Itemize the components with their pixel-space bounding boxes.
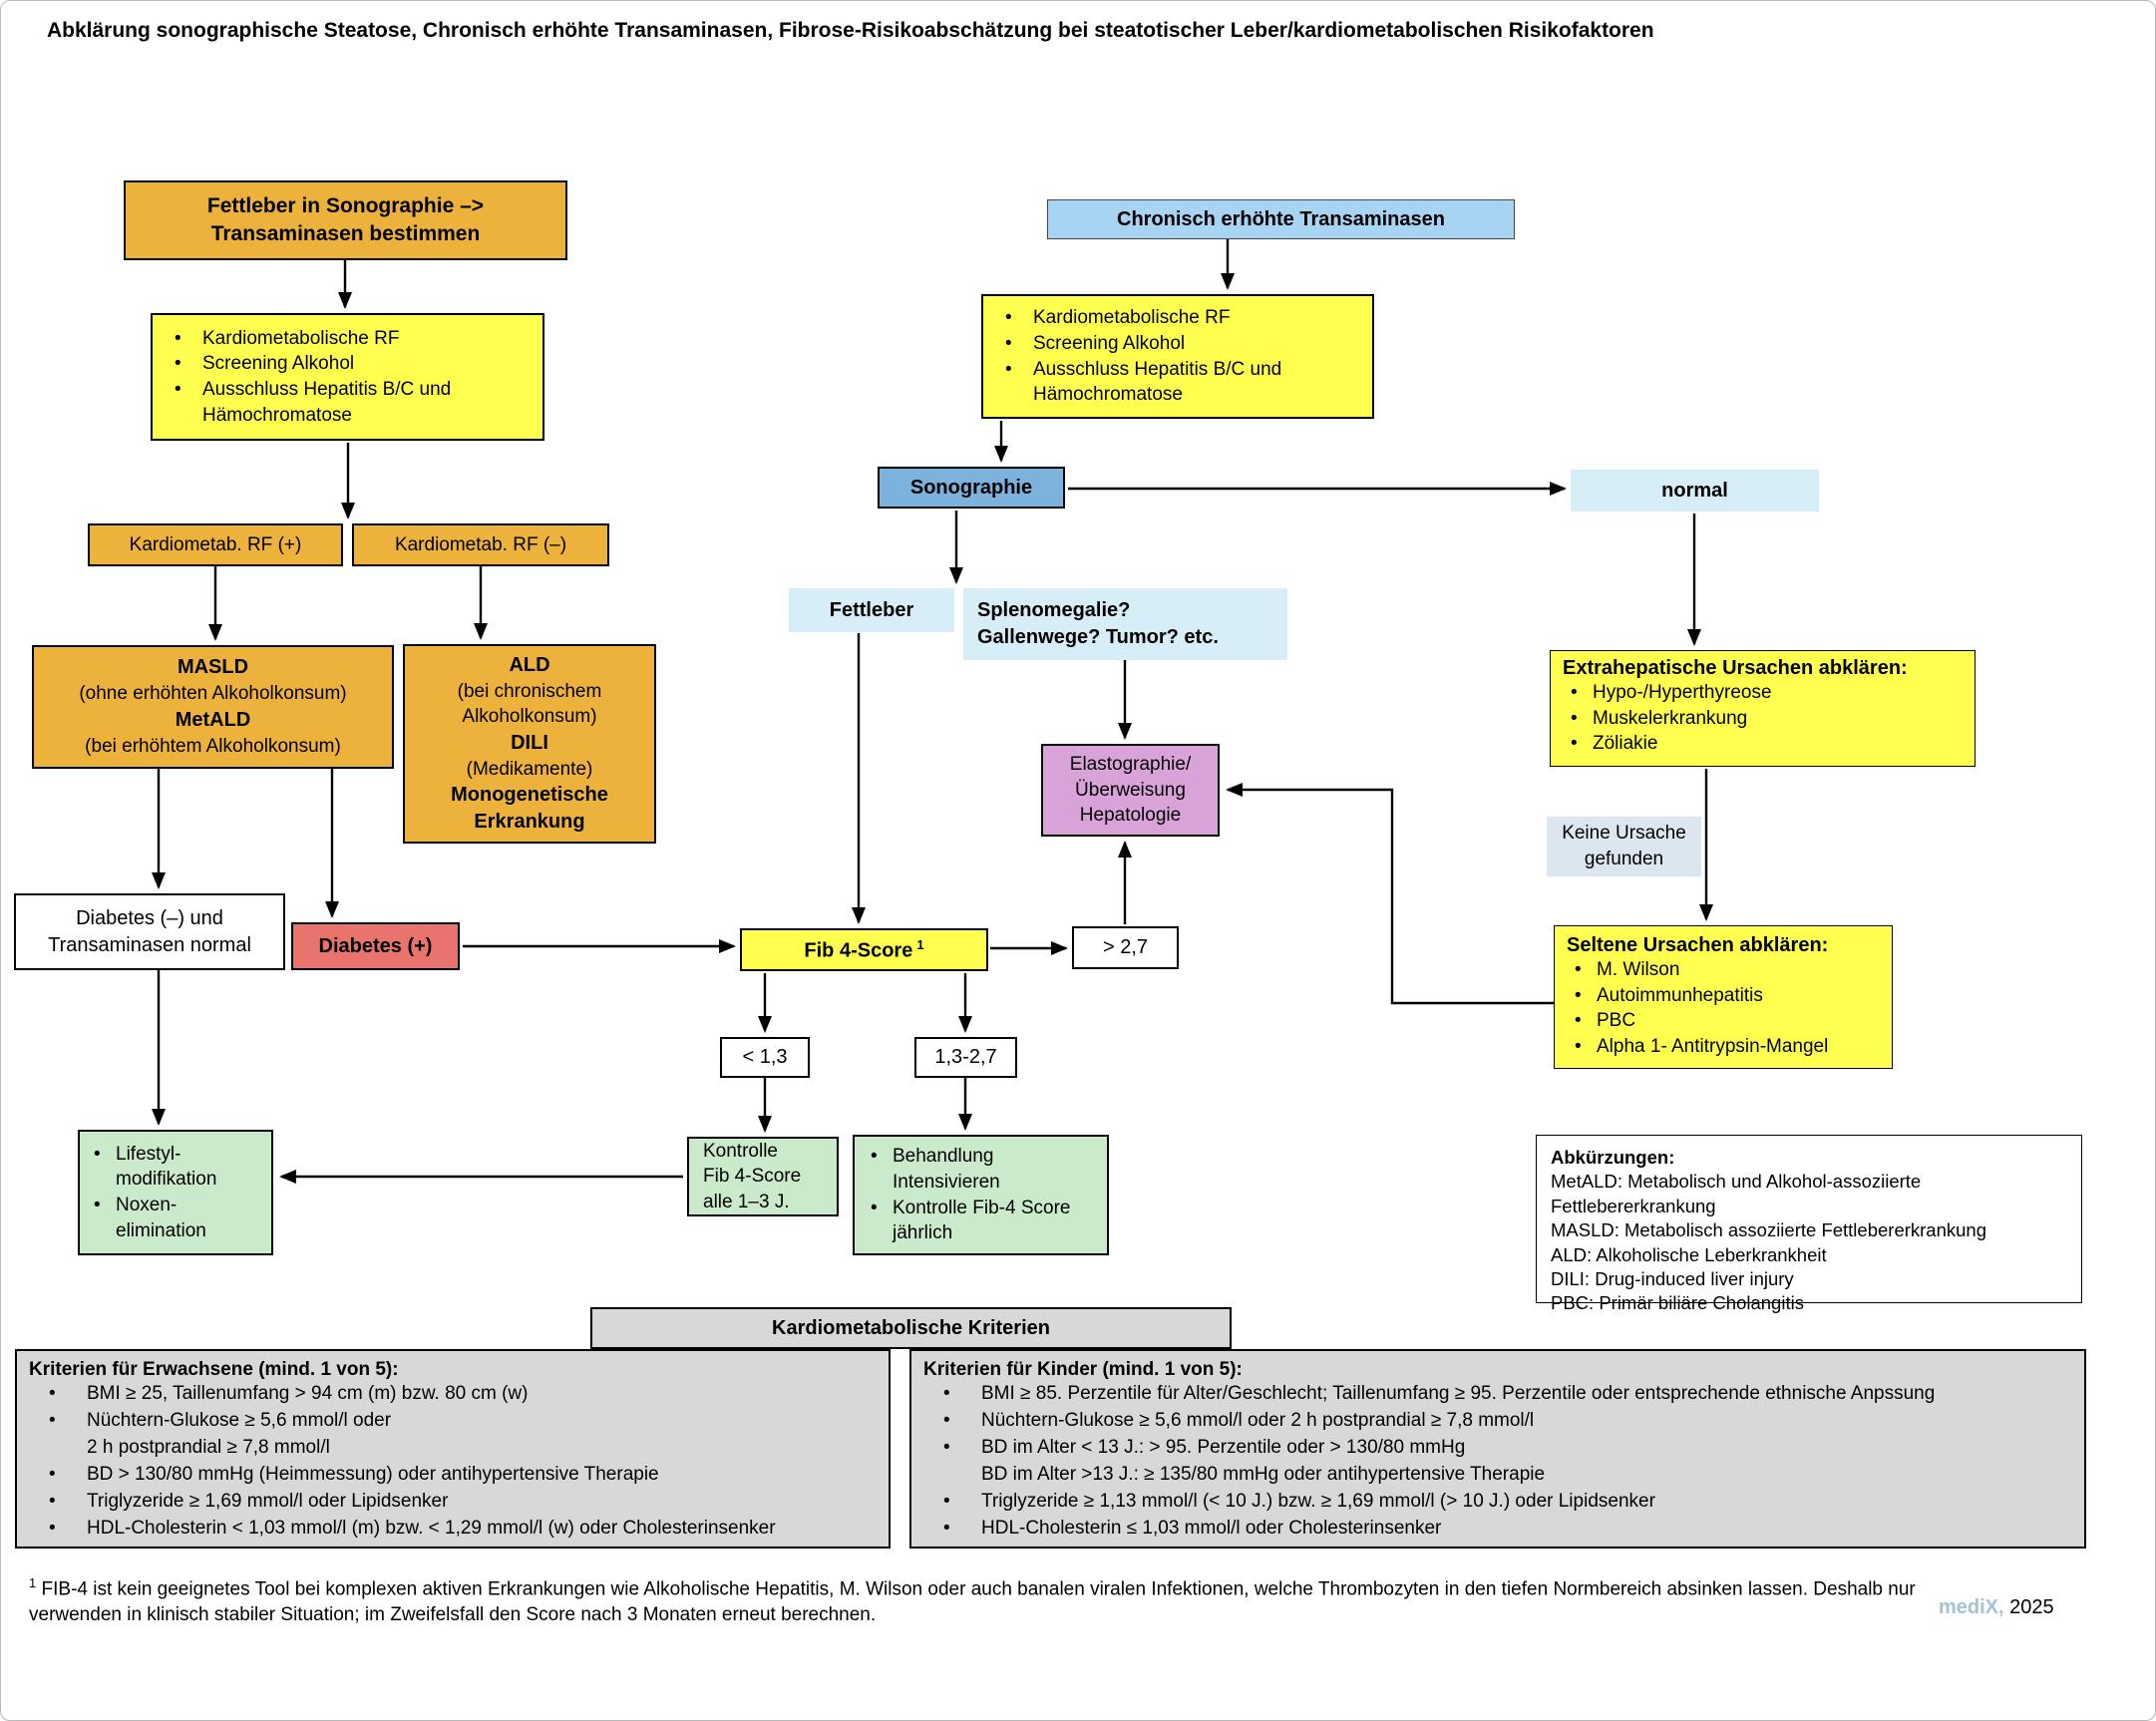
kriterien-kinder: Kriterien für Kinder (mind. 1 von 5): BM… [909,1349,2086,1549]
node-fib4-score: Fib 4-Score 1 [740,928,988,971]
node-kontrolle-fib4: Kontrolle Fib 4-Score alle 1–3 J. [687,1137,839,1216]
abbreviations-box: Abkürzungen: MetALD: Metabolisch und Alk… [1536,1135,2082,1313]
node-behandlung: Behandlung Intensivieren Kontrolle Fib-4… [853,1135,1109,1255]
kriterien-header: Kardiometabolische Kriterien [590,1307,1232,1349]
fib4-footnote-marker: 1 [916,936,924,952]
node-normal: normal [1571,470,1819,512]
node-kardiometab-rf-minus: Kardiometab. RF (–) [352,523,609,566]
node-splenomegalie: Splenomegalie? Gallenwege? Tumor? etc. [963,588,1287,660]
node-masld-metald: MASLD (ohne erhöhten Alkoholkonsum) MetA… [32,645,394,769]
node-ald-dili: ALD (bei chronischem Alkoholkonsum) DILI… [403,644,656,844]
connector-selten-elastographie [1226,783,1554,1005]
node-kardiometab-rf-plus: Kardiometab. RF (+) [88,523,343,566]
node-chronisch-transaminasen: Chronisch erhöhte Transaminasen [1047,199,1515,239]
footnote-marker: 1 [29,1575,37,1590]
credit-year: 2025 [2003,1596,2054,1618]
node-elastographie: Elastographie/ Überweisung Hepatologie [1041,744,1220,837]
node-1327: 1,3-2,7 [914,1037,1017,1078]
node-fettleber: Fettleber [789,588,954,632]
node-gt27: > 2,7 [1072,926,1179,969]
node-sonographie: Sonographie [878,467,1065,509]
node-seltene-ursachen: Seltene Ursachen abklären: M. Wilson Aut… [1554,925,1893,1069]
node-lifestyle: Lifestyl-modifikation Noxen-elimination [78,1130,273,1255]
node-diabetes-negativ: Diabetes (–) und Transaminasen normal [14,893,285,970]
node-keine-ursache: Keine Ursache gefunden [1547,817,1701,876]
node-workup-left: Kardiometabolische RF Screening Alkohol … [151,313,544,441]
medix-logo: mediX, [1939,1596,2004,1618]
credit: mediX, 2025 [1939,1596,2054,1619]
page-title: Abklärung sonographische Steatose, Chron… [47,19,1654,42]
node-diabetes-positiv: Diabetes (+) [291,922,460,970]
footnote: 1 FIB-4 ist kein geeignetes Tool bei kom… [29,1575,1916,1625]
kriterien-erwachsene: Kriterien für Erwachsene (mind. 1 von 5)… [15,1349,891,1549]
node-fettleber-sonographie: Fettleber in Sonographie –> Transaminase… [124,180,567,260]
node-extrahepatische-ursachen: Extrahepatische Ursachen abklären: Hypo-… [1550,650,1976,767]
node-lt13: < 1,3 [720,1037,810,1078]
node-workup-mid: Kardiometabolische RF Screening Alkohol … [981,294,1374,419]
